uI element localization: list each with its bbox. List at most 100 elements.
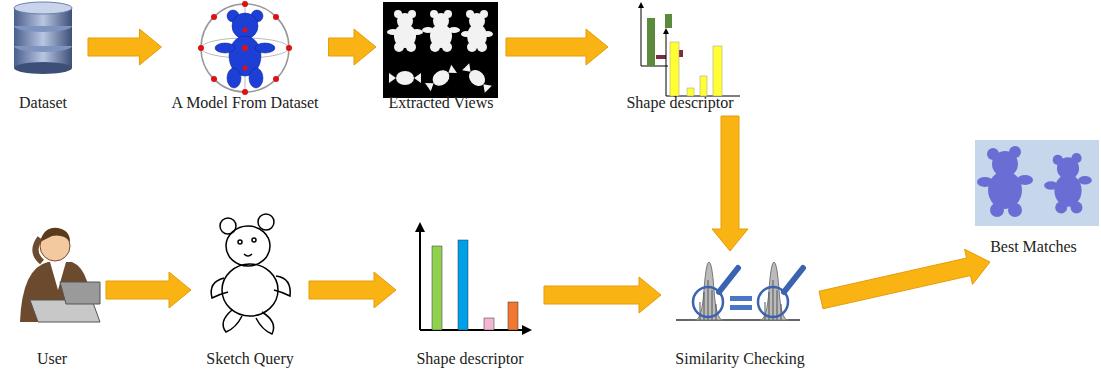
- step-caption: Sketch Query: [204, 350, 296, 368]
- histogram-chart-part: [432, 246, 442, 330]
- extracted-views-image-part-part: [387, 10, 423, 52]
- similarity-icon-part: [700, 280, 781, 320]
- step-caption: A Model From Dataset: [169, 94, 320, 112]
- pipeline-step: Similarity Checking: [665, 255, 815, 368]
- similarity-icon-part-part: [781, 304, 782, 320]
- sketch-drawing-part: [222, 264, 278, 316]
- extracted-views-image: [383, 2, 498, 98]
- extracted-views-image-part-part-part: [480, 81, 492, 93]
- flow-arrow: [329, 29, 376, 65]
- extracted-views-image-part-part-part: [448, 27, 460, 33]
- sketch-drawing-part: [244, 254, 252, 256]
- step-caption: User: [35, 350, 69, 368]
- model-sphere-part-part: [273, 14, 279, 20]
- sketch-drawing-part: [211, 278, 228, 298]
- histogram-chart-part: [484, 318, 494, 330]
- best-matches-image-part-part-part: [1017, 175, 1033, 185]
- extracted-views-image-part-part-part: [446, 65, 457, 77]
- descriptor-charts-part: [656, 55, 666, 59]
- descriptor-charts-part: [670, 42, 679, 96]
- sketch-drawing-part: [256, 312, 274, 334]
- sketch-drawing: [211, 214, 290, 334]
- extracted-views-image-part-part: [461, 10, 493, 52]
- flow-arrow: [712, 116, 748, 251]
- extracted-views-image-part-part: [389, 71, 421, 85]
- flow-arrow: [309, 272, 396, 308]
- similarity-icon: [676, 262, 803, 320]
- descriptor-charts: [638, 2, 740, 96]
- similarity-icon-part-part: [700, 302, 701, 320]
- extracted-views-image-part-part-part: [442, 42, 452, 52]
- flow-arrow: [506, 29, 608, 65]
- model-sphere-part-part: [255, 43, 275, 53]
- user-icon-part: [60, 282, 100, 304]
- database-icon: [14, 2, 72, 74]
- model-sphere-part-part: [215, 43, 235, 53]
- model-sphere-part-part: [198, 45, 204, 51]
- best-matches-image-part-part: [977, 146, 1033, 217]
- user-icon-part: [35, 238, 42, 262]
- extracted-views-image-part-part-part: [389, 73, 396, 83]
- descriptor-charts-part: [713, 46, 722, 96]
- model-sphere-part-part: [242, 1, 248, 7]
- extracted-views-image-part-part-part: [425, 79, 436, 91]
- best-matches-image-part-part-part: [1044, 181, 1058, 190]
- step-caption: Shape descriptor: [624, 94, 735, 112]
- database-icon-part: [14, 62, 72, 74]
- model-sphere-part-part: [227, 68, 241, 88]
- model-sphere-part-part: [273, 76, 279, 82]
- model-sphere-part-part: [286, 45, 292, 51]
- pipeline-step: Shape descriptor: [400, 215, 540, 368]
- step-caption: Dataset: [17, 94, 69, 112]
- model-sphere: [198, 1, 292, 95]
- step-caption: Shape descriptor: [414, 350, 525, 368]
- best-matches-image-part-part-part: [990, 203, 1004, 217]
- flow-arrow: [819, 249, 990, 309]
- extracted-views-image-part: [383, 2, 498, 98]
- extracted-views-image-part-part-part: [430, 42, 440, 52]
- flow-arrow: [544, 277, 661, 313]
- extracted-views-image-part-part-part: [422, 27, 434, 33]
- model-sphere-part-part: [249, 68, 263, 88]
- pipeline-step: A Model From Dataset: [165, 0, 324, 112]
- similarity-icon-part-part: [765, 302, 766, 320]
- extracted-views-image-part-part-part: [462, 63, 474, 75]
- histogram-chart-part: [415, 222, 425, 232]
- similarity-icon-part: [730, 296, 752, 301]
- histogram-chart-part: [458, 240, 468, 330]
- best-matches-image-part-part-part: [1055, 202, 1067, 214]
- descriptor-charts-part: [647, 18, 655, 66]
- sketch-drawing-part: [258, 214, 274, 230]
- user-icon: [20, 228, 100, 322]
- model-sphere-part: [198, 1, 292, 95]
- model-sphere-part: [201, 4, 289, 92]
- extracted-views-image-part-part-part: [394, 42, 404, 52]
- model-sphere-part-part: [243, 66, 248, 71]
- best-matches-image-part-part-part: [977, 177, 993, 187]
- model-sphere-part-part: [211, 14, 217, 20]
- descriptor-charts-part: [663, 28, 669, 34]
- similarity-icon-part: [719, 268, 738, 292]
- extracted-views-image-part-part-part: [483, 31, 493, 37]
- best-matches-image-part: [977, 146, 1092, 217]
- extracted-views-image-part-part-part: [396, 71, 414, 85]
- extracted-views-image-part-part-part: [414, 73, 421, 83]
- flow-arrow: [106, 272, 191, 308]
- sketch-drawing-part: [252, 238, 256, 242]
- flow-arrow: [88, 29, 161, 65]
- descriptor-charts-part: [641, 4, 642, 66]
- histogram-chart-part: [419, 226, 421, 330]
- model-sphere-part-part: [232, 13, 258, 39]
- histogram-chart: [415, 222, 532, 335]
- extracted-views-image-part-part: [461, 62, 494, 95]
- model-sphere-part: [215, 10, 275, 88]
- model-sphere-part-part: [242, 45, 248, 51]
- extracted-views-image-part-part: [422, 10, 460, 52]
- best-matches-image-part-part: [1044, 153, 1092, 213]
- descriptor-charts-part: [665, 14, 672, 28]
- model-sphere-part-part: [211, 76, 217, 82]
- best-matches-image-part-part-part: [1078, 176, 1092, 185]
- user-icon-part: [40, 228, 70, 242]
- similarity-icon-part: [730, 305, 752, 310]
